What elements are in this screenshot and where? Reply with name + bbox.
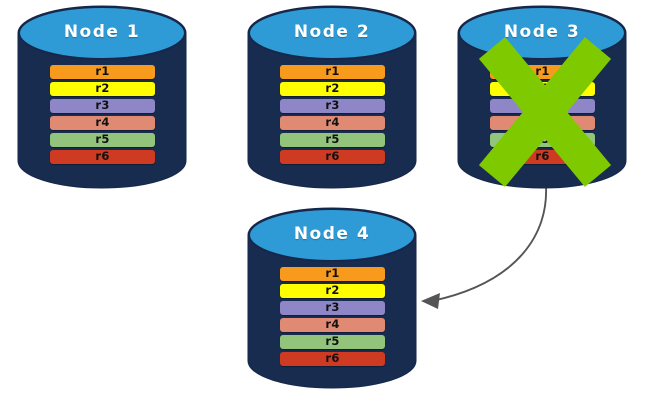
data-row[interactable]: r5	[280, 133, 385, 147]
data-row-label: r2	[95, 81, 110, 96]
data-row-label: r2	[325, 283, 340, 298]
data-row[interactable]: r1	[280, 65, 385, 79]
data-row[interactable]: r5	[490, 133, 595, 147]
data-row[interactable]: r3	[490, 99, 595, 113]
data-row[interactable]: r3	[50, 99, 155, 113]
data-row-label: r2	[325, 81, 340, 96]
data-row[interactable]: r3	[280, 99, 385, 113]
data-row-label: r6	[325, 149, 340, 164]
cylinder-top-ellipse	[18, 6, 186, 60]
row-list: r1 r2 r3 r4 r5 r6	[280, 65, 385, 164]
data-row-label: r2	[535, 81, 550, 96]
data-row-label: r4	[535, 115, 550, 130]
data-row-label: r6	[535, 149, 550, 164]
data-row-label: r4	[95, 115, 110, 130]
data-row[interactable]: r6	[50, 150, 155, 164]
data-row-label: r1	[535, 64, 550, 79]
row-list: r1 r2 r3 r4 r5 r6	[50, 65, 155, 164]
data-row-label: r4	[325, 317, 340, 332]
data-row-label: r3	[535, 98, 550, 113]
data-row[interactable]: r5	[50, 133, 155, 147]
data-row[interactable]: r6	[490, 150, 595, 164]
data-row-label: r6	[325, 351, 340, 366]
data-row[interactable]: r2	[280, 284, 385, 298]
cylinder-top-ellipse	[458, 6, 626, 60]
data-row-label: r1	[325, 266, 340, 281]
data-row[interactable]: r2	[280, 82, 385, 96]
data-row-label: r1	[325, 64, 340, 79]
data-row-label: r3	[325, 98, 340, 113]
data-row[interactable]: r4	[490, 116, 595, 130]
data-row[interactable]: r6	[280, 352, 385, 366]
data-row[interactable]: r1	[280, 267, 385, 281]
cylinder-top-ellipse	[248, 6, 416, 60]
data-row[interactable]: r2	[490, 82, 595, 96]
data-row-label: r5	[325, 132, 340, 147]
data-row[interactable]: r2	[50, 82, 155, 96]
data-row-label: r5	[535, 132, 550, 147]
cylinder-top-ellipse	[248, 208, 416, 262]
data-row[interactable]: r4	[280, 318, 385, 332]
data-row[interactable]: r1	[490, 65, 595, 79]
row-list: r1 r2 r3 r4 r5 r6	[280, 267, 385, 366]
data-row-label: r5	[95, 132, 110, 147]
data-row[interactable]: r4	[50, 116, 155, 130]
data-row-label: r5	[325, 334, 340, 349]
data-row[interactable]: r6	[280, 150, 385, 164]
data-row[interactable]: r4	[280, 116, 385, 130]
row-list: r1 r2 r3 r4 r5 r6	[490, 65, 595, 164]
data-row-label: r4	[325, 115, 340, 130]
data-row-label: r3	[95, 98, 110, 113]
data-row-label: r6	[95, 149, 110, 164]
data-row-label: r3	[325, 300, 340, 315]
data-row[interactable]: r5	[280, 335, 385, 349]
data-row-label: r1	[95, 64, 110, 79]
data-row[interactable]: r3	[280, 301, 385, 315]
data-row[interactable]: r1	[50, 65, 155, 79]
